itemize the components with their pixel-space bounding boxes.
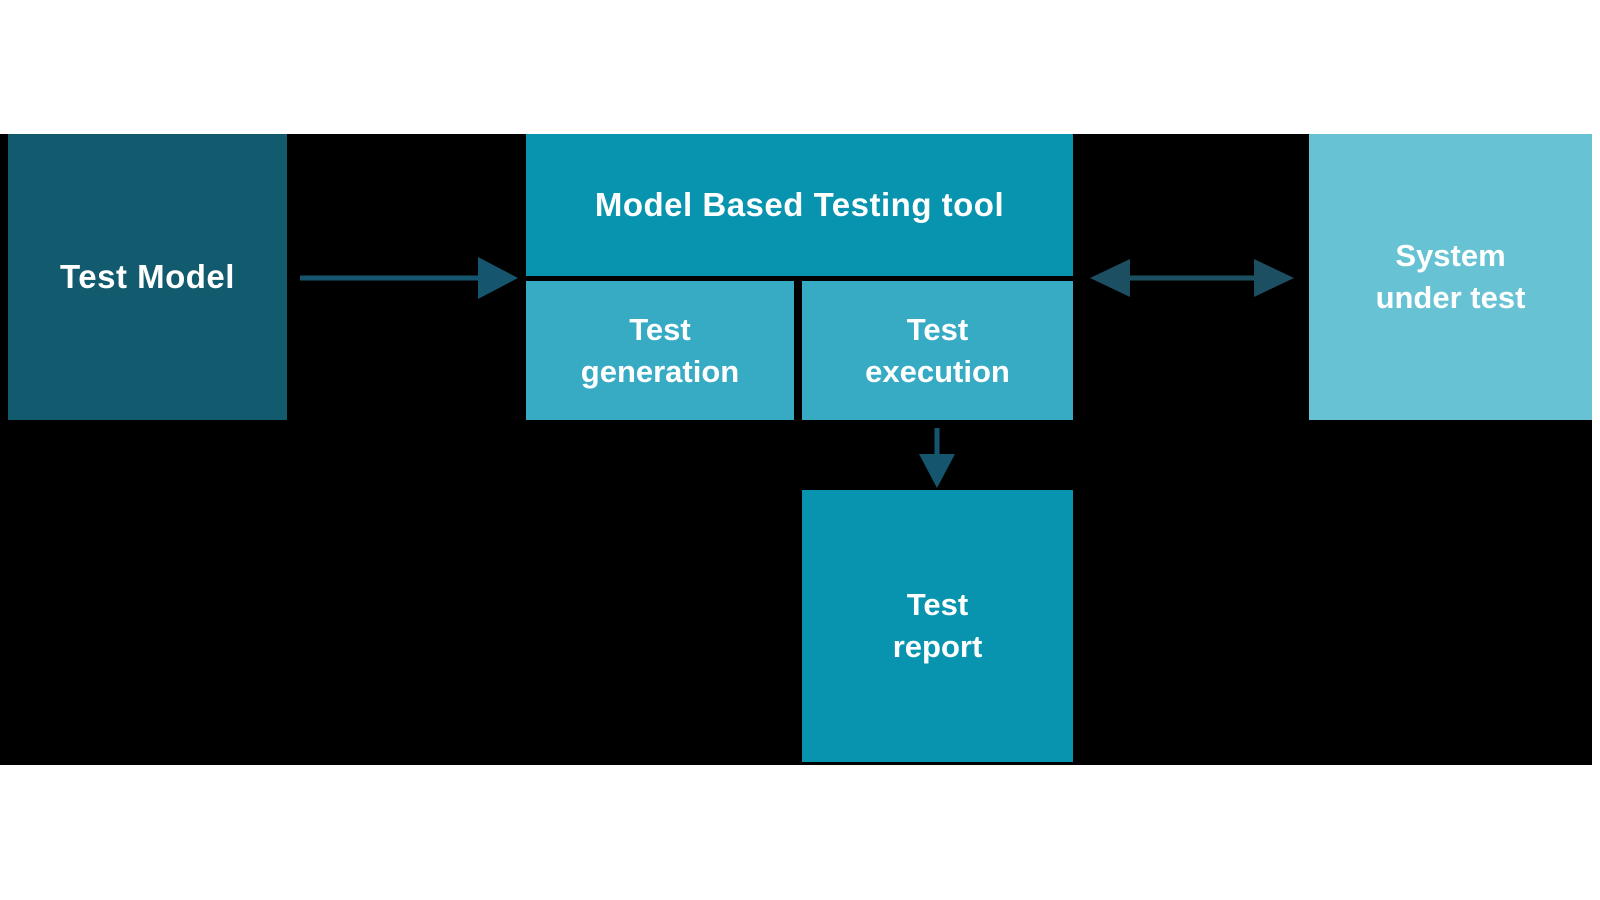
arrow-tool-system-bidirectional-icon: [1090, 259, 1294, 297]
arrow-model-to-tool-icon: [300, 257, 518, 299]
system-under-test-box: System under test: [1309, 134, 1592, 420]
system-under-test-label: System under test: [1375, 238, 1526, 315]
test-generation-label: Test generation: [580, 311, 740, 389]
test-report-label: Test report: [892, 587, 983, 664]
test-execution-label: Test execution: [865, 311, 1010, 389]
test-model-label: Test Model: [60, 258, 235, 295]
model-based-testing-tool-box: Model Based Testing tool: [526, 134, 1073, 276]
arrow-execution-to-report-icon: [919, 428, 955, 488]
test-generation-box: Test generation: [526, 281, 794, 420]
model-based-testing-tool-label: Model Based Testing tool: [594, 186, 1005, 223]
test-model-box: Test Model: [8, 134, 287, 420]
test-report-box: Test report: [802, 490, 1073, 762]
test-execution-box: Test execution: [802, 281, 1073, 420]
